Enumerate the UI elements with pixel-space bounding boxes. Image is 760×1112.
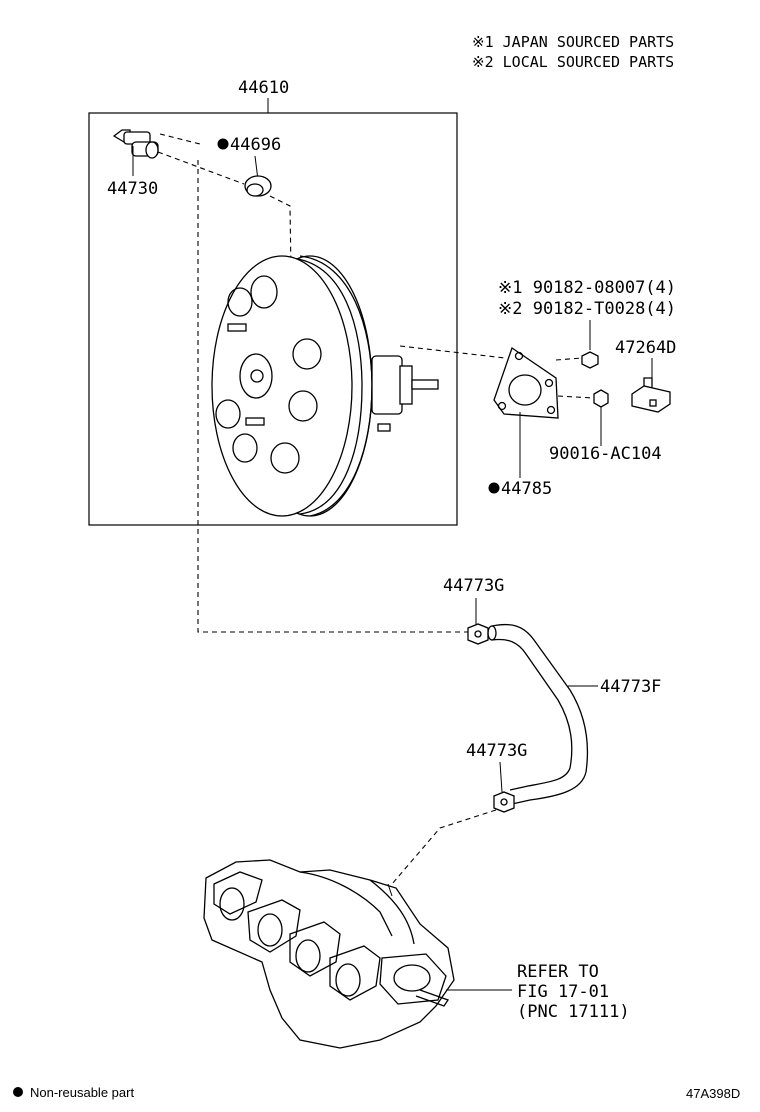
- intake-manifold[interactable]: [203, 859, 455, 1049]
- grommet-44696[interactable]: [244, 175, 272, 197]
- reference-line-1: REFER TO: [517, 962, 599, 982]
- diagram-code: 47A398D: [686, 1086, 740, 1101]
- note-japan-sourced: ※1 JAPAN SOURCED PARTS: [472, 33, 674, 51]
- hose-clip-lower[interactable]: [493, 791, 515, 813]
- label-44696[interactable]: 44696: [230, 135, 281, 155]
- booster-assembly-box: [88, 98, 458, 526]
- brake-booster[interactable]: [211, 255, 439, 517]
- label-44730[interactable]: 44730: [107, 179, 158, 199]
- label-bolt-local[interactable]: ※2 90182-T0028(4): [498, 299, 676, 319]
- nut-90016-ac104[interactable]: [593, 389, 609, 446]
- legend-bullet-icon: [13, 1087, 23, 1097]
- label-44773g-lower[interactable]: 44773G: [466, 741, 527, 761]
- nut-90182[interactable]: [581, 351, 599, 369]
- non-reusable-marker-44696: [217, 138, 229, 150]
- label-44785[interactable]: 44785: [501, 479, 552, 499]
- non-reusable-marker-44785: [488, 482, 500, 494]
- label-44610[interactable]: 44610: [238, 78, 289, 98]
- hose-clip-upper[interactable]: [467, 623, 489, 645]
- note-local-sourced: ※2 LOCAL SOURCED PARTS: [472, 53, 674, 71]
- bracket-47264d[interactable]: [631, 358, 671, 413]
- reference-line-2: FIG 17-01: [517, 982, 609, 1002]
- gasket-44785[interactable]: [493, 346, 559, 478]
- vacuum-hose-44773f[interactable]: [487, 623, 589, 805]
- check-valve-44730[interactable]: [112, 129, 159, 176]
- label-90016-ac104[interactable]: 90016-AC104: [549, 444, 662, 464]
- legend-text: Non-reusable part: [30, 1085, 134, 1100]
- label-44773f[interactable]: 44773F: [600, 677, 661, 697]
- label-47264d[interactable]: 47264D: [615, 338, 676, 358]
- reference-line-3: (PNC 17111): [517, 1002, 630, 1022]
- label-44773g-upper[interactable]: 44773G: [443, 576, 504, 596]
- label-bolt-japan[interactable]: ※1 90182-08007(4): [498, 278, 676, 298]
